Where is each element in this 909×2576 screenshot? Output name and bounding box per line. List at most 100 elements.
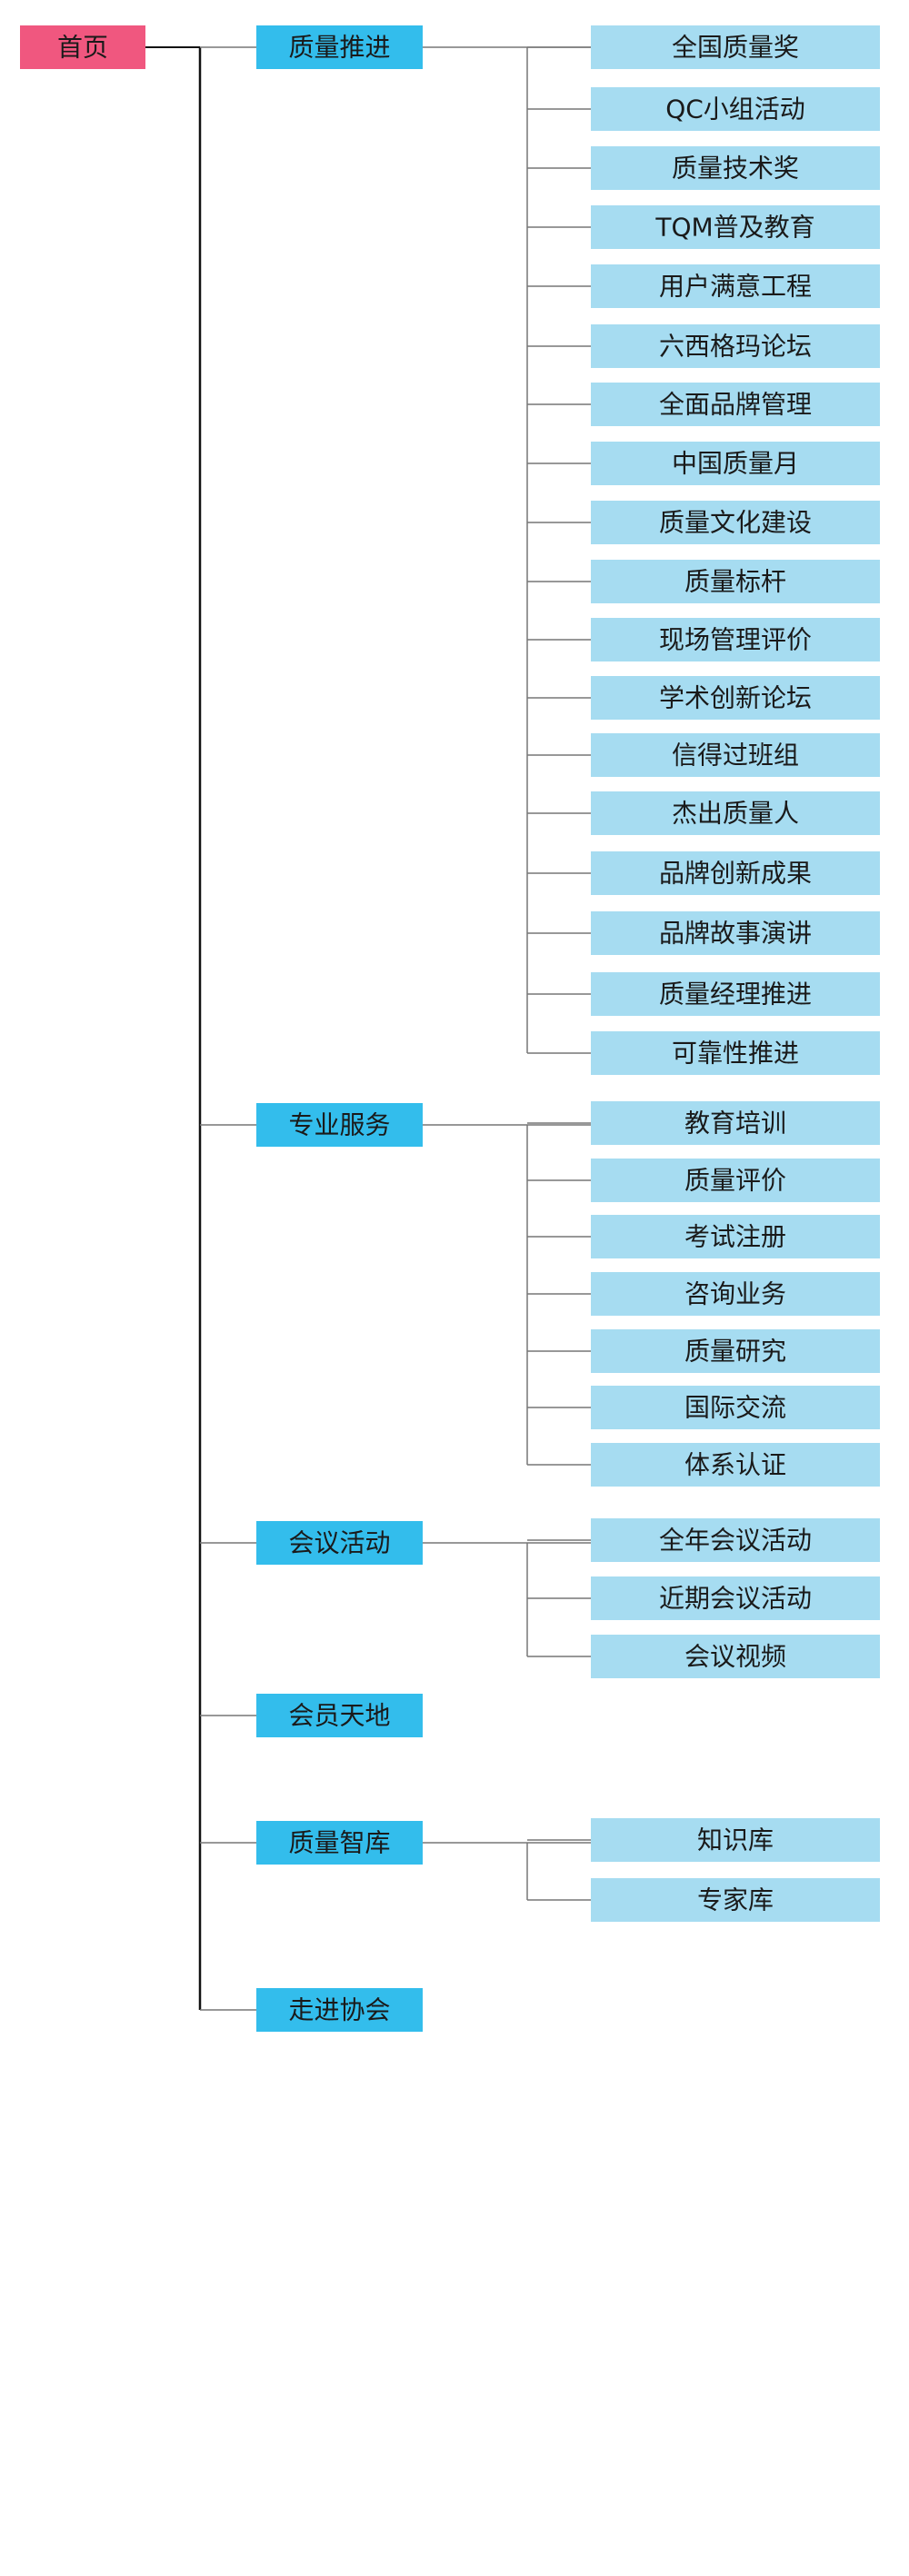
item-node-box — [591, 87, 880, 131]
item-node-label: 咨询业务 — [684, 1279, 786, 1309]
item-node[interactable]: 质量评价 — [591, 1159, 880, 1202]
item-node-box — [591, 1518, 880, 1562]
item-node-box — [591, 1878, 880, 1922]
item-node-label: 中国质量月 — [672, 449, 799, 479]
item-node-label: 质量研究 — [684, 1337, 786, 1367]
item-node[interactable]: 用户满意工程 — [591, 264, 880, 308]
item-node-label: 质量标杆 — [684, 567, 786, 597]
item-node[interactable]: 品牌创新成果 — [591, 851, 880, 895]
section-node[interactable]: 会议活动 — [256, 1521, 423, 1565]
item-node-label: 六西格玛论坛 — [659, 332, 812, 362]
section-node-box — [256, 1988, 423, 2032]
section-node-box — [256, 25, 423, 69]
item-node-label: 现场管理评价 — [659, 625, 812, 655]
item-node-label: 质量评价 — [684, 1166, 786, 1196]
item-node[interactable]: 质量文化建设 — [591, 501, 880, 544]
section-node-label: 专业服务 — [288, 1110, 390, 1140]
section-node[interactable]: 质量推进 — [256, 25, 423, 69]
item-node-label: 全国质量奖 — [672, 33, 799, 63]
section-node-label: 会员天地 — [288, 1701, 390, 1731]
item-node[interactable]: 现场管理评价 — [591, 618, 880, 661]
root-node-home-box — [20, 25, 145, 69]
item-node-box — [591, 1215, 880, 1258]
item-node-label: 信得过班组 — [672, 741, 799, 771]
item-node[interactable]: 可靠性推进 — [591, 1031, 880, 1075]
item-node-box — [591, 791, 880, 835]
item-node-label: 近期会议活动 — [659, 1584, 812, 1614]
item-node[interactable]: 咨询业务 — [591, 1272, 880, 1316]
item-node-label: 教育培训 — [684, 1109, 786, 1139]
item-node[interactable]: 知识库 — [591, 1818, 880, 1862]
section-node-label: 走进协会 — [288, 1995, 390, 2025]
item-node[interactable]: 质量标杆 — [591, 560, 880, 603]
item-node[interactable]: 全年会议活动 — [591, 1518, 880, 1562]
item-node[interactable]: 杰出质量人 — [591, 791, 880, 835]
item-node-box — [591, 501, 880, 544]
item-node-label: 全面品牌管理 — [659, 390, 812, 420]
section-node-box — [256, 1694, 423, 1737]
item-node-box — [591, 205, 880, 249]
item-node-label: 会议视频 — [684, 1642, 786, 1672]
item-node-label: QC小组活动 — [665, 94, 805, 124]
item-node-label: 质量文化建设 — [659, 508, 812, 538]
item-node[interactable]: 国际交流 — [591, 1386, 880, 1429]
item-node-label: 可靠性推进 — [672, 1039, 799, 1069]
connector-lines — [145, 46, 591, 2011]
item-node[interactable]: 质量经理推进 — [591, 972, 880, 1016]
item-node-box — [591, 851, 880, 895]
item-node-box — [591, 560, 880, 603]
root-node-home-label: 首页 — [57, 33, 108, 63]
item-node-box — [591, 618, 880, 661]
item-node-label: 品牌故事演讲 — [659, 919, 812, 949]
item-node-label: 国际交流 — [684, 1393, 786, 1423]
item-node-label: 质量技术奖 — [672, 154, 799, 184]
item-node-box — [591, 1031, 880, 1075]
item-node[interactable]: 质量研究 — [591, 1329, 880, 1373]
item-node[interactable]: 六西格玛论坛 — [591, 324, 880, 368]
item-node[interactable]: 体系认证 — [591, 1443, 880, 1487]
section-node[interactable]: 会员天地 — [256, 1694, 423, 1737]
item-node-box — [591, 972, 880, 1016]
item-node[interactable]: 近期会议活动 — [591, 1576, 880, 1620]
item-node-label: 知识库 — [697, 1825, 774, 1855]
item-node[interactable]: 教育培训 — [591, 1101, 880, 1145]
section-node-label: 质量智库 — [288, 1828, 390, 1858]
section-node[interactable]: 走进协会 — [256, 1988, 423, 2032]
item-node-box — [591, 1576, 880, 1620]
item-node-box — [591, 1159, 880, 1202]
item-node[interactable]: 全面品牌管理 — [591, 383, 880, 426]
item-node-label: 用户满意工程 — [659, 272, 812, 302]
item-node[interactable]: TQM普及教育 — [591, 205, 880, 249]
item-node[interactable]: 会议视频 — [591, 1635, 880, 1678]
item-node-box — [591, 383, 880, 426]
item-node-box — [591, 264, 880, 308]
item-node[interactable]: 品牌故事演讲 — [591, 911, 880, 955]
item-node-label: 体系认证 — [684, 1450, 786, 1480]
item-node-box — [591, 1443, 880, 1487]
item-node[interactable]: 信得过班组 — [591, 733, 880, 777]
item-node-label: 杰出质量人 — [672, 799, 799, 829]
item-node[interactable]: 全国质量奖 — [591, 25, 880, 69]
root-node-home[interactable]: 首页 — [20, 25, 145, 69]
item-node-box — [591, 324, 880, 368]
item-node[interactable]: 专家库 — [591, 1878, 880, 1922]
item-node[interactable]: 考试注册 — [591, 1215, 880, 1258]
item-node-box — [591, 1329, 880, 1373]
section-node-label: 质量推进 — [288, 33, 390, 63]
item-node-box — [591, 733, 880, 777]
item-node[interactable]: 中国质量月 — [591, 442, 880, 485]
section-node-box — [256, 1821, 423, 1865]
item-node-box — [591, 1272, 880, 1316]
item-node-label: 专家库 — [697, 1885, 774, 1915]
item-node-box — [591, 1386, 880, 1429]
item-node-label: 全年会议活动 — [659, 1526, 812, 1556]
section-node[interactable]: 质量智库 — [256, 1821, 423, 1865]
item-node-label: TQM普及教育 — [654, 213, 814, 243]
item-node[interactable]: 学术创新论坛 — [591, 676, 880, 720]
item-node[interactable]: QC小组活动 — [591, 87, 880, 131]
item-node[interactable]: 质量技术奖 — [591, 146, 880, 190]
section-node-box — [256, 1521, 423, 1565]
section-node[interactable]: 专业服务 — [256, 1103, 423, 1147]
